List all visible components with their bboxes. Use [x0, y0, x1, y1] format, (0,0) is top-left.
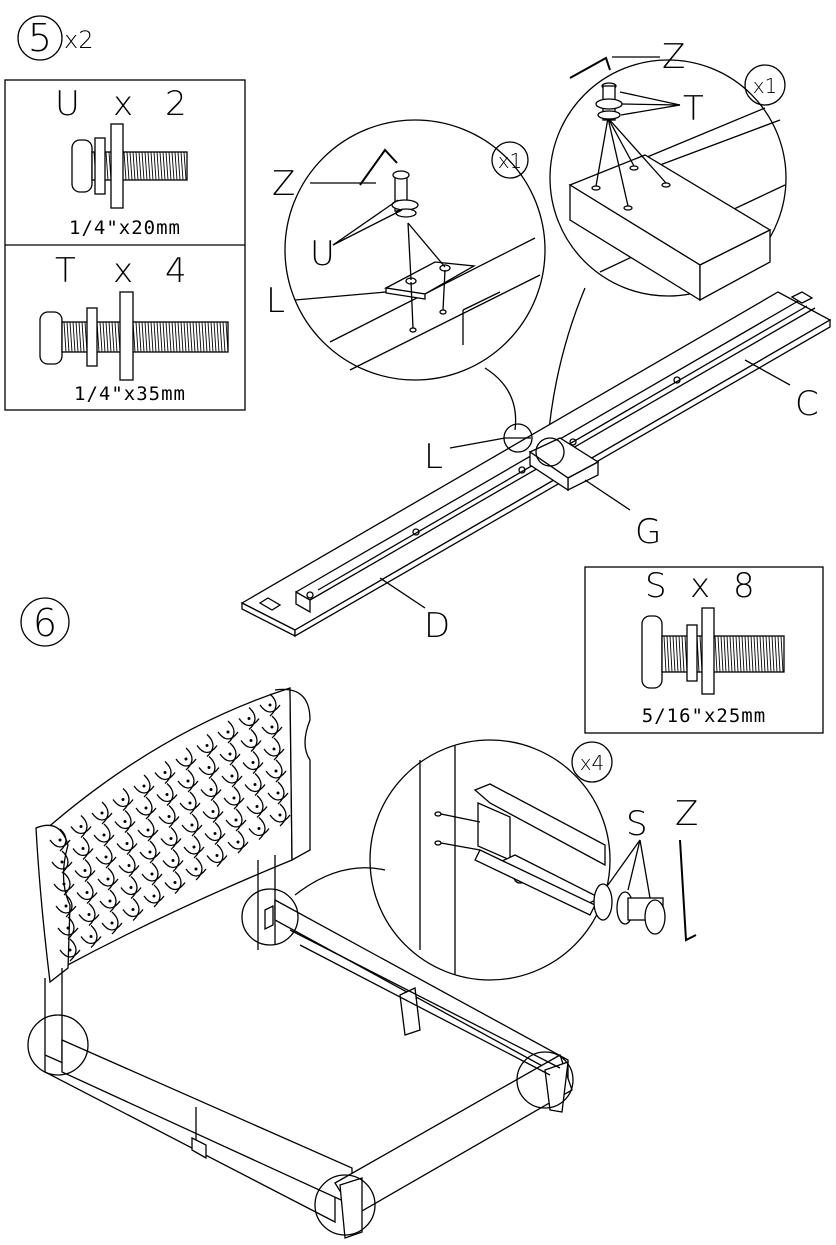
- label-d: D: [424, 606, 450, 646]
- detail-left-label-l: L: [266, 281, 285, 321]
- detail-right-count: x1: [753, 74, 778, 98]
- detail-right-label-t: T: [683, 89, 704, 129]
- hardware-s-qty: 8: [733, 566, 755, 606]
- hardware-s-letter: S: [645, 566, 667, 606]
- step5-rail-assembly: C L G D: [240, 291, 832, 646]
- step6-bed-assembly: [27, 687, 574, 1239]
- bolt-u-icon: [71, 123, 188, 209]
- step6-number: 6: [33, 601, 57, 645]
- detail-step6-count: x4: [580, 751, 605, 775]
- hardware-t-qty: 4: [165, 251, 187, 291]
- step5-multiplier: x2: [64, 26, 93, 54]
- step5-hardware-box: U x 2 1/4"x20mm T x 4 1/4"x35mm: [4, 79, 246, 411]
- hardware-t-times: x: [113, 251, 133, 291]
- hardware-u-letter: U: [55, 84, 80, 124]
- step5-badge: 5 x2: [17, 15, 93, 61]
- hardware-s-size: 5/16"x25mm: [642, 705, 766, 727]
- label-g: G: [635, 512, 661, 552]
- detail-step6-label-z: Z: [675, 794, 698, 834]
- detail-left-label-z: Z: [272, 164, 295, 204]
- step6-hardware-box: S x 8 5/16"x25mm: [584, 566, 824, 734]
- bolt-s-icon: [641, 607, 785, 695]
- label-l: L: [424, 437, 443, 477]
- hardware-t-letter: T: [55, 251, 76, 291]
- hardware-u-qty: 2: [165, 84, 187, 124]
- hardware-u-size: 1/4"x20mm: [69, 217, 181, 239]
- label-c: C: [795, 384, 819, 424]
- step6-badge: 6: [20, 597, 70, 647]
- hardware-u-times: x: [113, 84, 133, 124]
- step6-detail: x4 S Z: [369, 739, 698, 981]
- step5-detail-left: x1 Z U L: [266, 119, 546, 431]
- detail-left-label-u: U: [310, 234, 335, 274]
- detail-right-label-z: Z: [662, 37, 685, 77]
- step5-detail-right: x1 Z T: [547, 37, 787, 441]
- detail-left-count: x1: [498, 149, 523, 173]
- hardware-t-size: 1/4"x35mm: [74, 383, 186, 405]
- hardware-s-times: x: [690, 566, 710, 606]
- detail-step6-label-s: S: [626, 804, 648, 844]
- bolt-t-icon: [39, 291, 229, 381]
- step5-number: 5: [28, 16, 52, 60]
